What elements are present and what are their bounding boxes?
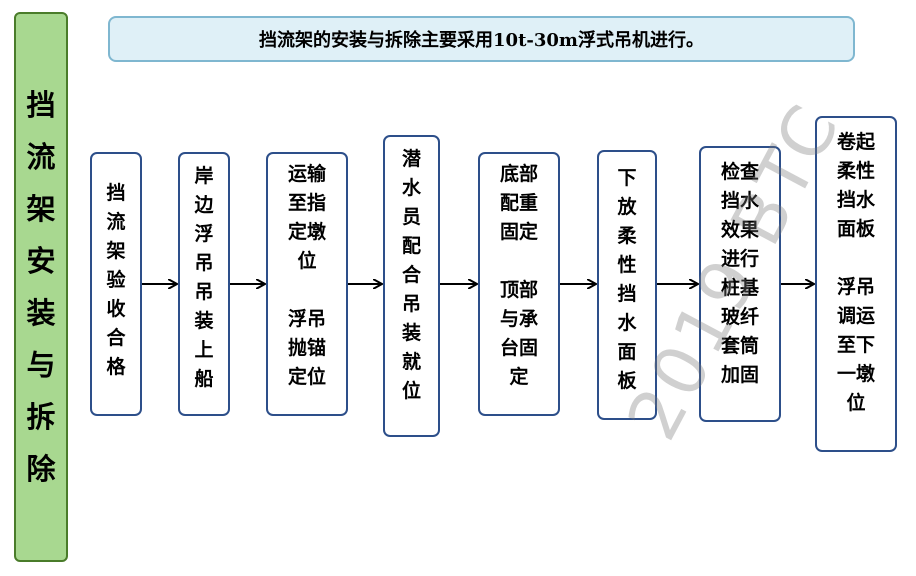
step-box-1: 挡 流 架 验 收 合 格 xyxy=(90,152,142,416)
step-box-5: 底部 配重 固定 顶部 与承 台固 定 xyxy=(478,152,560,416)
step-box-6: 下 放 柔 性 挡 水 面 板 xyxy=(597,150,657,420)
side-title-char: 安 xyxy=(26,244,56,278)
side-title-char: 与 xyxy=(26,348,56,382)
step-label-1: 挡 流 架 验 收 合 格 xyxy=(106,182,126,378)
side-title-char: 挡 xyxy=(26,88,56,122)
side-title: 挡 流 架 安 装 与 拆 除 xyxy=(14,12,68,562)
step-label-4: 潜 水 员 配 合 吊 装 就 位 xyxy=(401,148,421,402)
step-box-3: 运输 至指 定墩 位 浮吊 抛锚 定位 xyxy=(266,152,348,416)
side-title-char: 架 xyxy=(26,192,56,226)
step-label-6: 下 放 柔 性 挡 水 面 板 xyxy=(617,167,637,392)
step-box-2: 岸 边 浮 吊 吊 装 上 船 xyxy=(178,152,230,416)
side-title-char: 装 xyxy=(26,296,56,330)
step-box-7: 检查 挡水 效果 进行 桩基 玻纤 套筒 加固 xyxy=(699,146,781,422)
step-label-5: 底部 配重 固定 顶部 与承 台固 定 xyxy=(499,163,538,388)
step-box-8: 卷起 柔性 挡水 面板 浮吊 调运 至下 一墩 位 xyxy=(815,116,897,452)
side-title-char: 拆 xyxy=(26,400,56,434)
step-label-3: 运输 至指 定墩 位 浮吊 抛锚 定位 xyxy=(287,163,326,388)
side-title-char: 流 xyxy=(26,140,56,174)
step-label-7: 检查 挡水 效果 进行 桩基 玻纤 套筒 加固 xyxy=(720,161,759,386)
step-box-4: 潜 水 员 配 合 吊 装 就 位 xyxy=(383,135,440,437)
step-label-2: 岸 边 浮 吊 吊 装 上 船 xyxy=(194,165,214,390)
summary-banner: 挡流架的安装与拆除主要采用10t-30m浮式吊机进行。 xyxy=(108,16,855,62)
step-label-8: 卷起 柔性 挡水 面板 浮吊 调运 至下 一墩 位 xyxy=(836,131,875,414)
side-title-char: 除 xyxy=(26,452,56,486)
